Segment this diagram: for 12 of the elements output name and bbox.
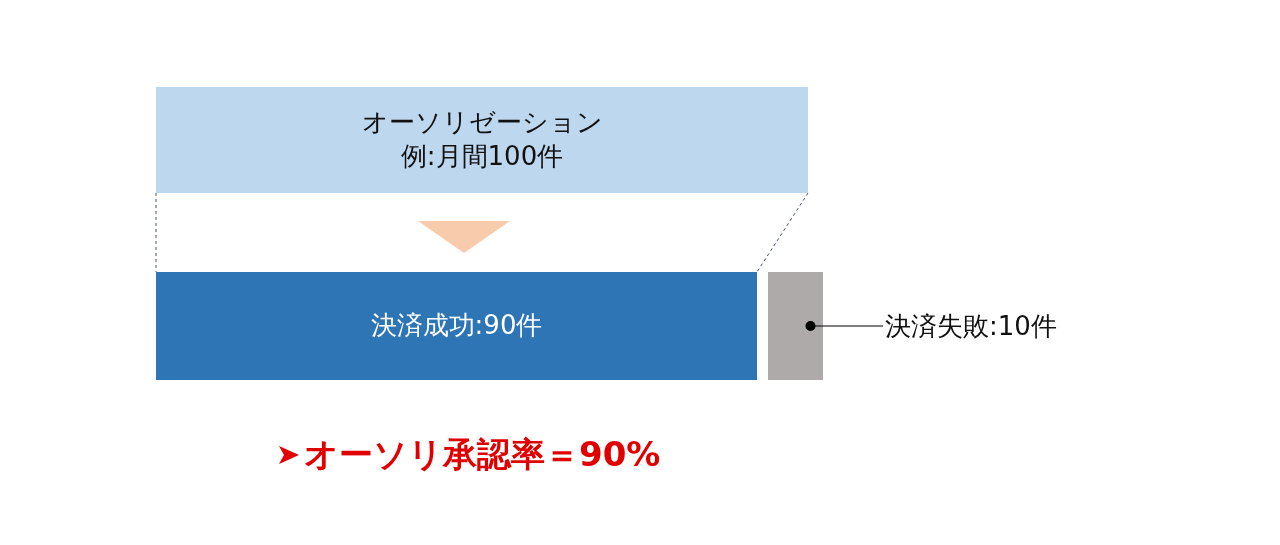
result-bar xyxy=(156,272,757,380)
down-arrow xyxy=(418,221,510,253)
result-note: オーソリ承認率＝90% xyxy=(304,433,661,476)
leader-line xyxy=(805,321,884,331)
text-label: 決済失敗:10件 xyxy=(885,308,1100,344)
process-box xyxy=(156,87,808,193)
dashed-line xyxy=(756,192,809,273)
node-label: 決済成功:90件 xyxy=(370,309,543,343)
result-bar xyxy=(768,272,823,380)
dashed-line xyxy=(155,192,157,273)
node-text: 例:月間100件 xyxy=(400,140,564,173)
node-title: オーソリゼーション xyxy=(361,106,603,140)
